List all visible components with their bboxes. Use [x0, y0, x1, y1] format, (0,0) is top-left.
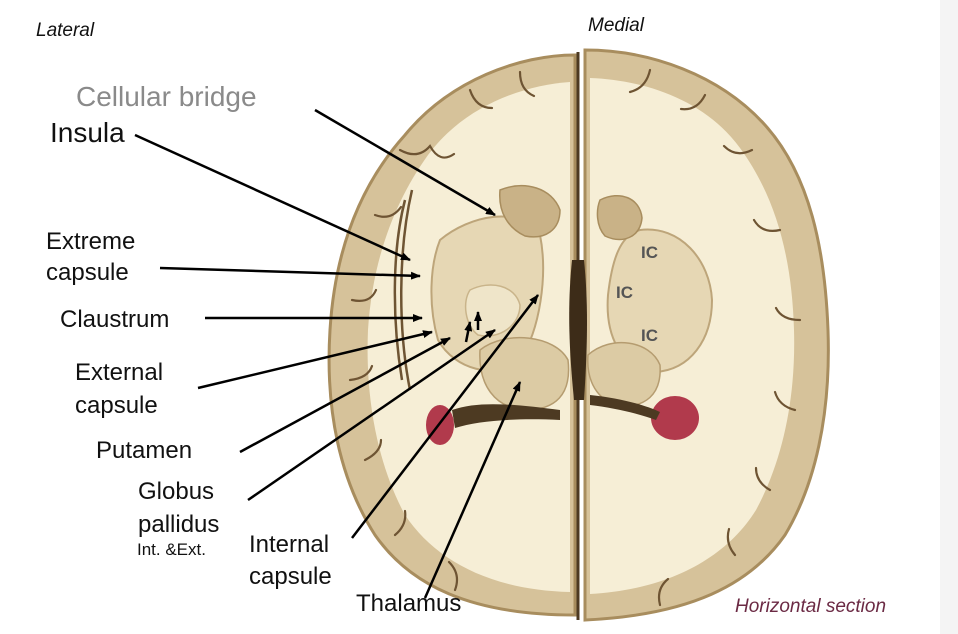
- right-basal-ganglia: [587, 195, 714, 440]
- label-claustrum: Claustrum: [60, 306, 170, 333]
- pointer-thalamus: [423, 381, 522, 599]
- right-caudate-head: [596, 195, 643, 241]
- label-thalamus: Thalamus: [356, 590, 462, 617]
- pointer-putamen: [239, 336, 451, 454]
- left-insula-sulci: [393, 189, 414, 391]
- pointer-external-capsule: [197, 330, 433, 390]
- lateral-label: Lateral: [36, 20, 95, 41]
- medial-label: Medial: [588, 15, 644, 36]
- section-label: Horizontal section: [735, 596, 887, 617]
- label-cellular-bridge: Cellular bridge: [76, 81, 257, 112]
- right-gyri-folds: [628, 68, 802, 607]
- pointer-cellular-bridge: [314, 108, 496, 217]
- left-gyri-folds: [348, 70, 536, 592]
- label-external-capsule-line2: capsule: [75, 392, 158, 419]
- pointer-extreme-capsule: [159, 266, 421, 280]
- label-external-capsule-line1: External: [75, 359, 164, 386]
- right-thalamus: [587, 341, 661, 407]
- right-choroid-plexus: [651, 396, 699, 440]
- third-ventricle: [569, 260, 587, 400]
- left-thalamus: [479, 337, 570, 411]
- label-extreme-capsule-line2: capsule: [46, 259, 129, 286]
- label-globus-pallidus-line1: Globus: [138, 478, 215, 505]
- label-insula: Insula: [50, 117, 125, 148]
- ic-mark: IC: [641, 243, 658, 262]
- pointer-globus-pallidus: [247, 328, 496, 502]
- label-globus-pallidus-line2: pallidus: [138, 511, 220, 538]
- ic-mark: IC: [641, 326, 658, 345]
- label-putamen: Putamen: [96, 437, 193, 464]
- left-caudate-head: [499, 185, 561, 238]
- image-edge-strip: [940, 0, 958, 634]
- label-internal-capsule-line1: Internal: [249, 531, 330, 558]
- pointer-lines: [134, 108, 539, 599]
- pointer-globus-pallidus-int: [464, 321, 473, 343]
- ic-mark: IC: [616, 283, 633, 302]
- left-basal-ganglia: [426, 185, 570, 445]
- label-internal-capsule-line2: capsule: [249, 563, 332, 590]
- label-globus-pallidus-line3: Int. &Ext.: [137, 540, 206, 559]
- pointer-insula: [134, 133, 411, 262]
- pointer-internal-capsule: [351, 294, 539, 539]
- label-extreme-capsule-line1: Extreme: [46, 228, 136, 255]
- right-lateral-ventricle: [590, 395, 660, 420]
